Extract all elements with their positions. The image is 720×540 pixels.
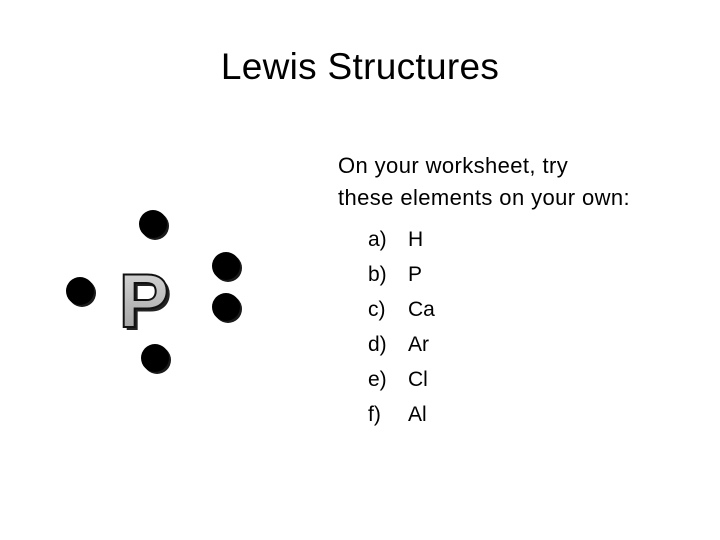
electron-dot (139, 210, 169, 240)
electron-dot (66, 277, 96, 307)
electron-dot (141, 344, 171, 374)
instruction-line-2: these elements on your own: (338, 185, 631, 210)
item-element: Ca (408, 298, 435, 321)
item-element: P (408, 263, 423, 286)
electron-dot (212, 293, 242, 323)
item-label: c) (368, 298, 386, 321)
list-item: b) P (368, 257, 435, 292)
element-symbol-shadow: P (122, 262, 173, 347)
item-element: Ar (408, 333, 429, 356)
item-label: a) (368, 228, 387, 251)
slide-title: Lewis Structures (220, 46, 500, 87)
list-item: d) Ar (368, 327, 435, 362)
list-item: e) Cl (368, 362, 435, 397)
element-symbol: P (119, 259, 170, 344)
lewis-structure-diagram: P P (58, 205, 248, 380)
lewis-structure-svg: P P (66, 210, 242, 374)
item-element: H (408, 228, 424, 251)
list-item: a) H (368, 222, 435, 257)
item-label: b) (368, 263, 387, 286)
item-element: Cl (408, 368, 428, 391)
item-label: e) (368, 368, 387, 391)
instruction-line-1: On your worksheet, try (338, 153, 569, 178)
list-item: f) Al (368, 397, 435, 432)
list-item: c) Ca (368, 292, 435, 327)
electron-dot (212, 252, 242, 282)
item-label: d) (368, 333, 387, 356)
element-list: a) H b) P c) Ca d) Ar e) Cl f) Al (368, 222, 435, 432)
item-element: Al (408, 403, 427, 426)
item-label: f) (368, 403, 381, 426)
instruction-text: On your worksheet, try these elements on… (338, 150, 708, 214)
